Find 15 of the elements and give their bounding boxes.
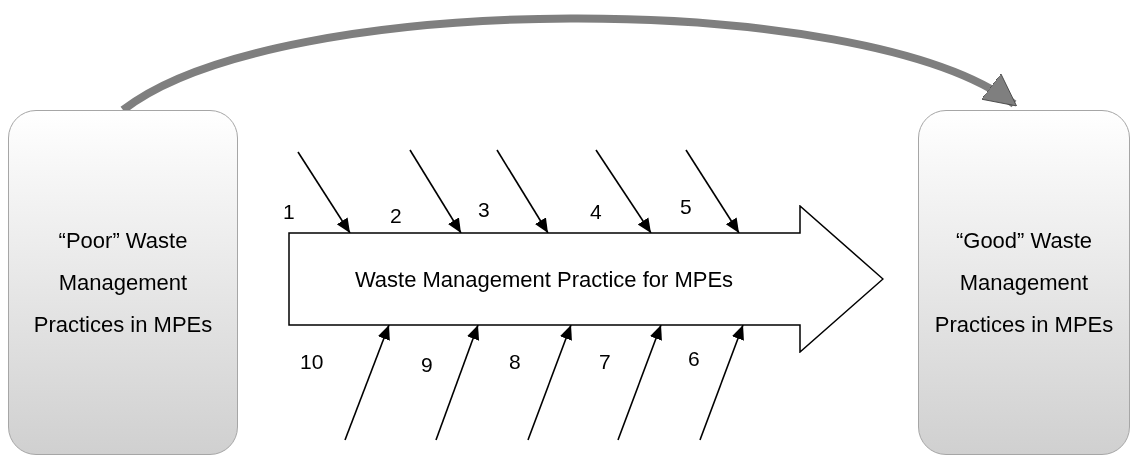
arrow — [297, 151, 351, 234]
arrow — [527, 324, 572, 441]
arrow — [409, 149, 462, 234]
rounded-box — [8, 110, 238, 455]
arrow — [496, 149, 549, 234]
arrow — [435, 324, 480, 441]
arrow-text: Waste Management Practice for MPEs — [354, 265, 734, 294]
arrow — [617, 324, 662, 441]
arrow — [595, 149, 652, 234]
arrow — [685, 149, 740, 234]
arrow — [344, 324, 390, 441]
arrow — [699, 324, 744, 441]
box-text: “Poor” Waste Management Practices in MPEs — [33, 226, 213, 339]
rounded-box — [918, 110, 1130, 455]
box-text: “Good” Waste Management Practices in MPEs — [934, 226, 1114, 339]
